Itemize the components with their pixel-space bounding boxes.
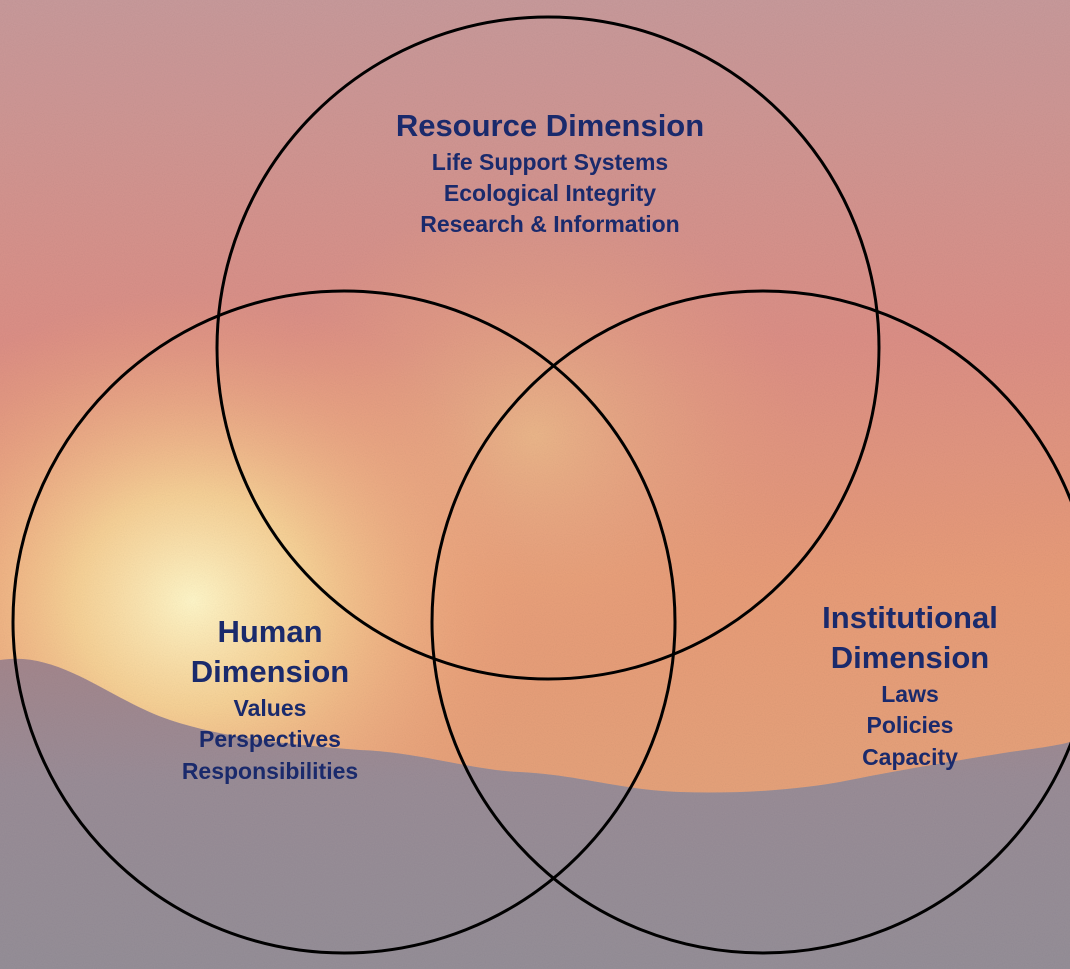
resource-item: Research & Information [420,210,680,237]
institutional-item: Laws [881,681,939,708]
human-dimension-label: Human Dimension Values Perspectives Resp… [140,612,400,785]
human-circle [11,289,677,955]
institutional-title-line: Institutional [822,600,998,635]
institutional-item: Capacity [862,743,958,770]
institutional-item: Policies [866,712,954,739]
resource-circle [215,15,881,681]
resource-title: Resource Dimension [395,108,705,143]
institutional-circle [430,289,1070,955]
resource-item: Life Support Systems [431,148,669,175]
human-title-line: Human [217,614,323,649]
human-item: Responsibilities [181,757,359,784]
institutional-title-line: Dimension [830,639,990,675]
resource-item: Ecological Integrity [443,179,657,206]
human-title-line: Dimension [190,653,350,689]
institutional-dimension-label: Institutional Dimension Laws Policies Ca… [780,598,1040,771]
resource-dimension-label: Resource Dimension Life Support Systems … [330,108,770,238]
human-item: Perspectives [199,726,341,753]
human-item: Values [233,695,307,722]
